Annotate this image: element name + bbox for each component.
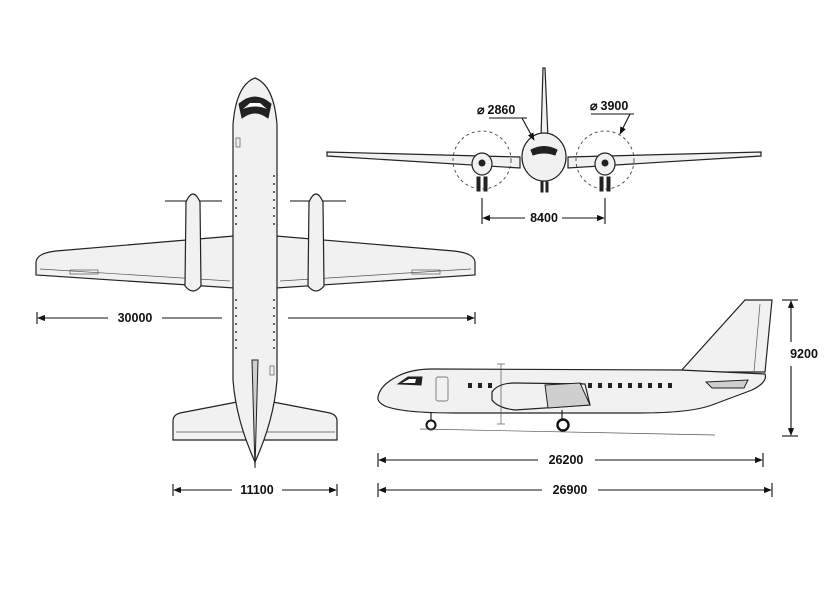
front-wing-right	[567, 151, 762, 169]
top-view: 30000 11100	[35, 77, 476, 497]
cockpit-glazing	[238, 96, 272, 119]
tailplane-span-label: 11100	[240, 483, 273, 497]
fuselage-length-label: 26200	[549, 453, 584, 467]
height-label: 9200	[790, 347, 818, 361]
nose-wheel	[425, 419, 437, 431]
overall-length-label: 26900	[553, 483, 588, 497]
front-fuselage	[521, 132, 567, 182]
left-nacelle	[165, 193, 222, 292]
left-prop-disc	[452, 130, 512, 190]
track-label: 8400	[530, 211, 558, 225]
right-wing	[275, 235, 476, 289]
front-fin	[540, 67, 549, 139]
right-prop-disc	[575, 130, 635, 190]
wingspan-label: 30000	[118, 311, 153, 325]
prop-diameter-front-label: ⌀2860	[477, 103, 515, 117]
prop-diameter-rear-label: ⌀3900	[590, 99, 628, 113]
side-fin	[678, 299, 773, 373]
front-view: ⌀2860 ⌀3900 8400	[326, 67, 762, 225]
left-wing	[35, 235, 235, 289]
side-view: 9200 26200 26900	[377, 299, 818, 497]
main-wheel	[556, 418, 570, 432]
right-nacelle	[290, 193, 346, 292]
